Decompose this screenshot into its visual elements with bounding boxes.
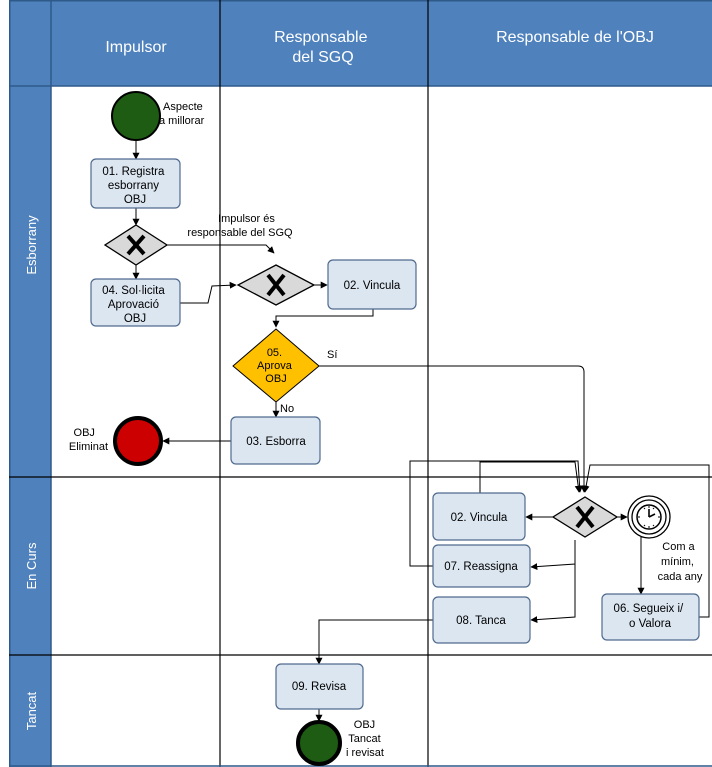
lane-label-tancat: Tancat	[24, 691, 39, 730]
x-icon	[126, 234, 146, 256]
grid-lines	[9, 0, 712, 767]
task-tanca[interactable]: 08. Tanca	[432, 596, 531, 644]
timer-event	[627, 495, 671, 539]
lane-dividers	[9, 0, 712, 767]
task-segueix[interactable]: 06. Segueix i/ o Valora	[601, 593, 700, 641]
flow-label-no: No	[280, 403, 294, 415]
svg-text:09. Revisa: 09. Revisa	[292, 681, 347, 693]
end-event-eliminat-label: OBJ Eliminat	[69, 427, 108, 453]
exclusive-gateway-1	[103, 224, 169, 266]
svg-text:07. Reassigna: 07. Reassigna	[444, 561, 518, 573]
lane-label-bar	[9, 0, 51, 767]
start-event-label: Aspecte a millorar	[159, 101, 206, 127]
sequence-flows	[132, 141, 710, 722]
svg-text:02. Vincula: 02. Vincula	[344, 280, 401, 292]
clock-icon	[638, 506, 660, 528]
task-esborra[interactable]: 03. Esborra	[230, 416, 321, 465]
flow-label-impulsor-responsable: Impulsor és responsable del SGQ	[187, 213, 293, 239]
start-event	[111, 91, 161, 141]
x-icon	[575, 505, 595, 529]
decision-gateway-aprova	[232, 328, 320, 403]
flow-label-si: Sí	[327, 349, 337, 361]
exclusive-gateway-2	[236, 264, 316, 306]
svg-text:02. Vincula: 02. Vincula	[451, 512, 508, 524]
header-bar	[9, 0, 712, 86]
svg-text:01. Registra esborrany: 01. Registra esborrany OBJ	[102, 166, 167, 206]
task-reassigna[interactable]: 07. Reassigna	[432, 544, 531, 588]
lane-label-esborrany: Esborrany	[24, 215, 39, 275]
svg-text:04. Sol·licita Aprovació: 04. Sol·licita Aprovació OBJ	[102, 285, 168, 325]
exclusive-gateway-3	[551, 496, 619, 538]
end-event-eliminat	[113, 416, 163, 466]
lane-label-en-curs: En Curs	[24, 542, 39, 589]
svg-text:08. Tanca: 08. Tanca	[456, 615, 506, 627]
svg-text:03. Esborra: 03. Esborra	[246, 436, 306, 448]
column-header-responsable-obj: Responsable de l'OBJ	[496, 29, 654, 46]
end-event-tancat	[296, 720, 342, 766]
end-event-tancat-label: OBJ Tancat i revisat	[346, 719, 384, 759]
column-header-responsable-sgq: Responsable del SGQ	[274, 29, 372, 66]
decision-gateway-aprova-label: 05. Aprova OBJ	[257, 347, 295, 385]
x-icon	[266, 273, 286, 297]
task-registra[interactable]: 01. Registra esborrany OBJ	[90, 158, 181, 209]
timer-event-label: Com a mínim, cada any	[658, 541, 703, 583]
column-header-impulsor: Impulsor	[105, 39, 167, 56]
task-vincula-1[interactable]: 02. Vincula	[327, 259, 417, 310]
task-revisa[interactable]: 09. Revisa	[275, 663, 364, 710]
task-sol-licita[interactable]: 04. Sol·licita Aprovació OBJ	[90, 278, 181, 327]
svg-text:06. Segueix i/ o Valora: 06. Segueix i/ o Valora	[614, 603, 687, 630]
task-vincula-2[interactable]: 02. Vincula	[432, 492, 526, 541]
